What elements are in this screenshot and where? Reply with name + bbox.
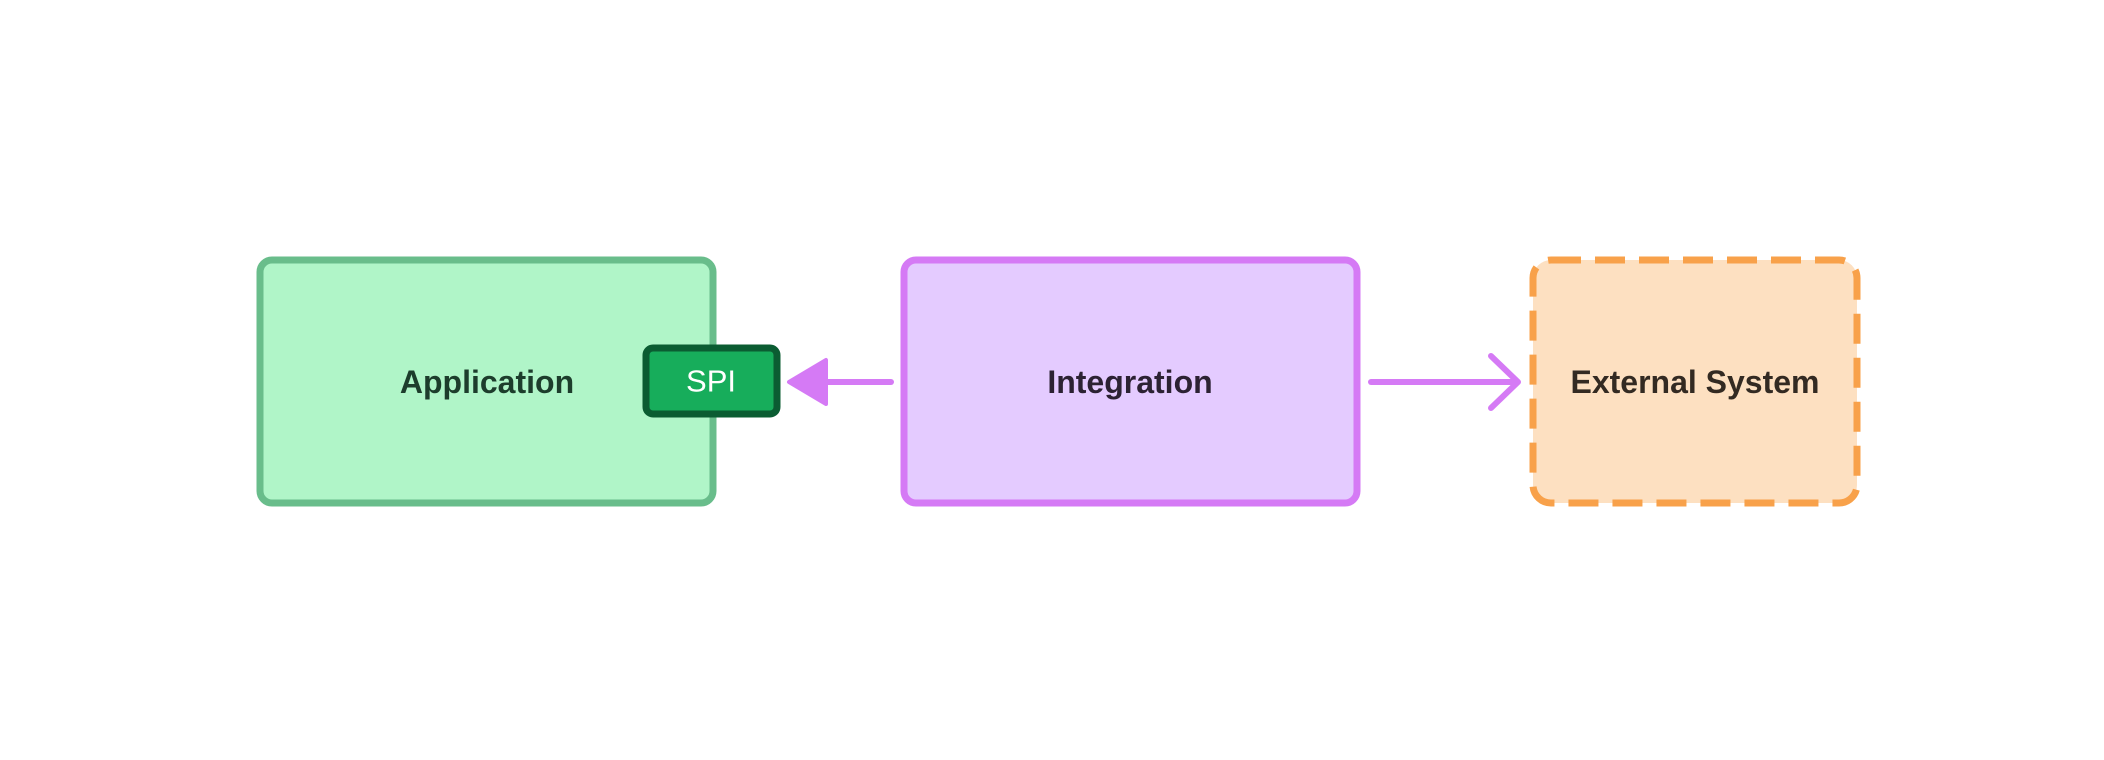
edge-integration-to-spi [787, 358, 894, 406]
integration-box [900, 256, 1361, 507]
external-system-node[interactable]: External System [1529, 256, 1861, 507]
spi-port[interactable]: SPI [642, 344, 781, 418]
open-arrowhead-icon [1488, 353, 1521, 411]
edge-integration-to-external-system [1368, 353, 1521, 411]
external-system-box [1529, 256, 1861, 507]
filled-arrowhead-icon [787, 358, 828, 406]
spi-port-box [642, 344, 781, 418]
integration-label: Integration [1047, 364, 1212, 400]
application-label: Application [400, 364, 574, 400]
spi-port-label: SPI [686, 364, 736, 399]
integration-node[interactable]: Integration [900, 256, 1361, 507]
external-system-label: External System [1570, 364, 1819, 400]
